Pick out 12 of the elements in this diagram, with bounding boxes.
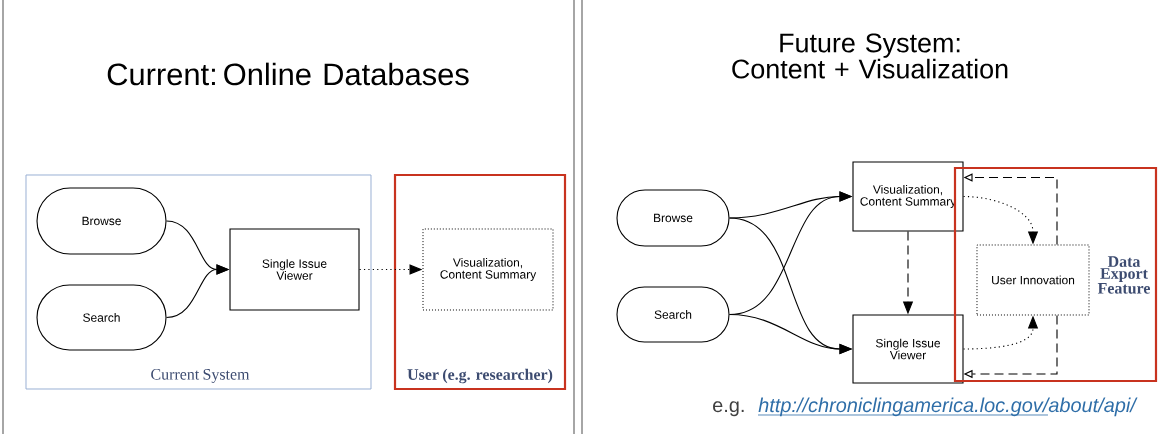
dotted-box: Visualization, Content Summary — [422, 228, 554, 311]
process-box: Single Issue Viewer — [852, 314, 964, 384]
title: Current: Online Databases — [107, 62, 469, 86]
rounded-box: Search — [36, 284, 167, 351]
dotted-box: User Innovation — [976, 244, 1090, 316]
note-text: e.g. — [713, 401, 744, 417]
process-box: Visualization, Content Summary — [852, 161, 964, 232]
rounded-box: Browse — [36, 187, 167, 255]
rounded-box: Search — [616, 286, 730, 343]
rounded-box: Browse — [616, 189, 730, 247]
title: Future System: Content + Visualization — [732, 33, 1008, 79]
process-box: Single Issue Viewer — [229, 228, 360, 311]
